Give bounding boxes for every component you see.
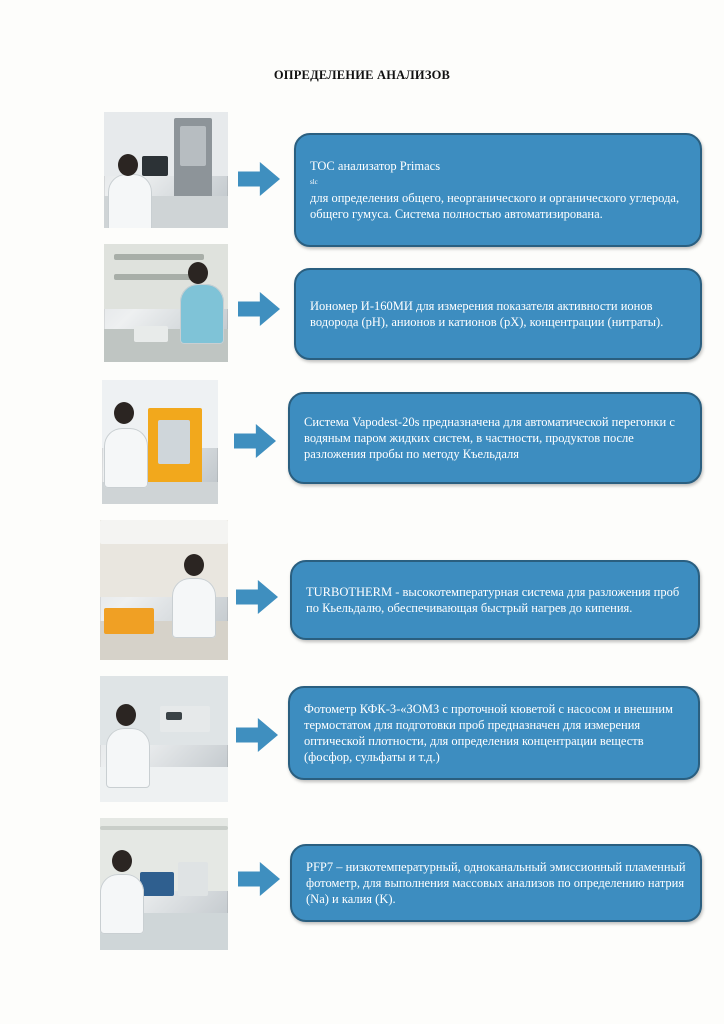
description-superscript: slc <box>310 178 318 186</box>
arrow-right-icon <box>234 424 276 458</box>
description-text-cont: для определения общего, неорганического … <box>310 191 680 221</box>
lab-photo-3 <box>102 380 218 504</box>
lab-photo-6 <box>100 818 228 950</box>
description-text: PFP7 – низкотемпературный, одноканальный… <box>306 860 686 906</box>
description-box-4: TURBOTHERM - высокотемпературная система… <box>290 560 700 640</box>
page-title: ОПРЕДЕЛЕНИЕ АНАЛИЗОВ <box>273 68 451 82</box>
arrow-right-icon <box>236 718 278 752</box>
description-text: Система Vapodest-20s предназначена для а… <box>304 415 675 461</box>
arrow-right-icon <box>238 862 280 896</box>
description-text: Фотометр КФК-3-«ЗОМЗ с проточной кюветой… <box>304 702 673 764</box>
description-box-1: TOC анализатор Primacs slc для определени… <box>294 133 702 247</box>
lab-photo-1 <box>104 112 228 228</box>
description-box-3: Система Vapodest-20s предназначена для а… <box>288 392 702 484</box>
description-box-6: PFP7 – низкотемпературный, одноканальный… <box>290 844 702 922</box>
description-text: TURBOTHERM - высокотемпературная система… <box>306 585 680 615</box>
arrow-right-icon <box>236 580 278 614</box>
lab-photo-4 <box>100 520 228 660</box>
description-box-2: Иономер И-160МИ для измерения показателя… <box>294 268 702 360</box>
lab-photo-5 <box>100 676 228 802</box>
description-box-5: Фотометр КФК-3-«ЗОМЗ с проточной кюветой… <box>288 686 700 780</box>
lab-photo-2 <box>104 244 228 362</box>
arrow-right-icon <box>238 292 280 326</box>
description-text: Иономер И-160МИ для измерения показателя… <box>310 299 664 329</box>
arrow-right-icon <box>238 162 280 196</box>
description-text: TOC анализатор Primacs <box>310 159 441 173</box>
